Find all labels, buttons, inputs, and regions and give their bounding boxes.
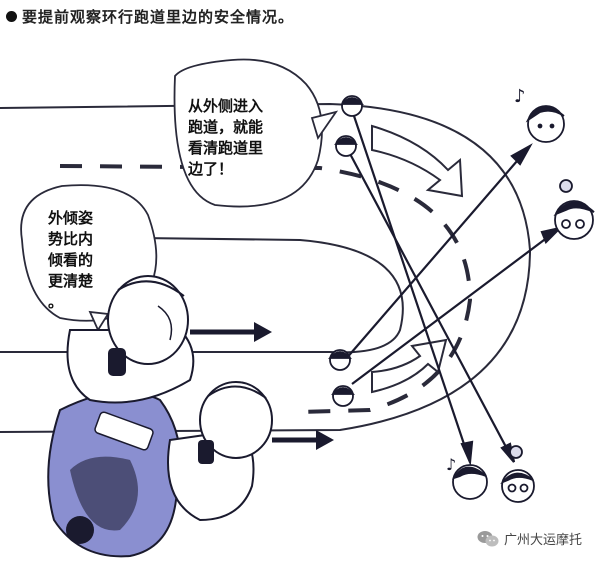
speech-bubble-outside: [173, 58, 339, 208]
watermark: 广州大运摩托: [477, 529, 582, 548]
track-inner-edge: [0, 237, 404, 354]
heading: 要提前观察环行跑道里边的安全情况。: [6, 6, 294, 27]
sight-line-2: [351, 227, 561, 385]
bubble-lean-text: 外倾姿 势比内 倾看的 更清楚 。: [48, 209, 94, 311]
dashed-center-line: [59, 164, 473, 414]
lower-track-arrow: [371, 338, 448, 394]
wechat-icon: [477, 530, 499, 546]
rider-heads: [328, 95, 364, 407]
bubble-outside-text: 从外侧进入 跑道，就能 看清跑道里 边了！: [188, 97, 264, 178]
spectator-right: [553, 179, 595, 240]
motorcycle-illustration: [47, 275, 334, 558]
music-note-icon: ♪: [514, 86, 526, 107]
head-bottom-2: [331, 385, 355, 407]
bullet-icon: [6, 11, 17, 22]
sight-line-4: [347, 149, 515, 463]
spectator-bottom-right: [500, 445, 535, 503]
head-top-1: [340, 95, 364, 117]
direction-arrows: [371, 124, 464, 394]
helmet-rider-2: [198, 381, 273, 464]
sight-line-1: [344, 145, 531, 361]
spectator-top: ♪: [514, 86, 565, 143]
upper-track-arrow: [371, 124, 464, 198]
head-top-2: [334, 135, 358, 157]
spectator-heads: ♪ ♪: [446, 86, 595, 503]
spectator-bottom-left: ♪: [446, 455, 488, 500]
watermark-text: 广州大运摩托: [503, 533, 582, 548]
head-bottom-1: [328, 349, 352, 371]
sight-line-3: [350, 109, 472, 463]
helmet-rider-1: [107, 275, 189, 376]
music-note-icon: ♪: [446, 455, 456, 474]
heading-text: 要提前观察环行跑道里边的安全情况。: [22, 8, 295, 26]
